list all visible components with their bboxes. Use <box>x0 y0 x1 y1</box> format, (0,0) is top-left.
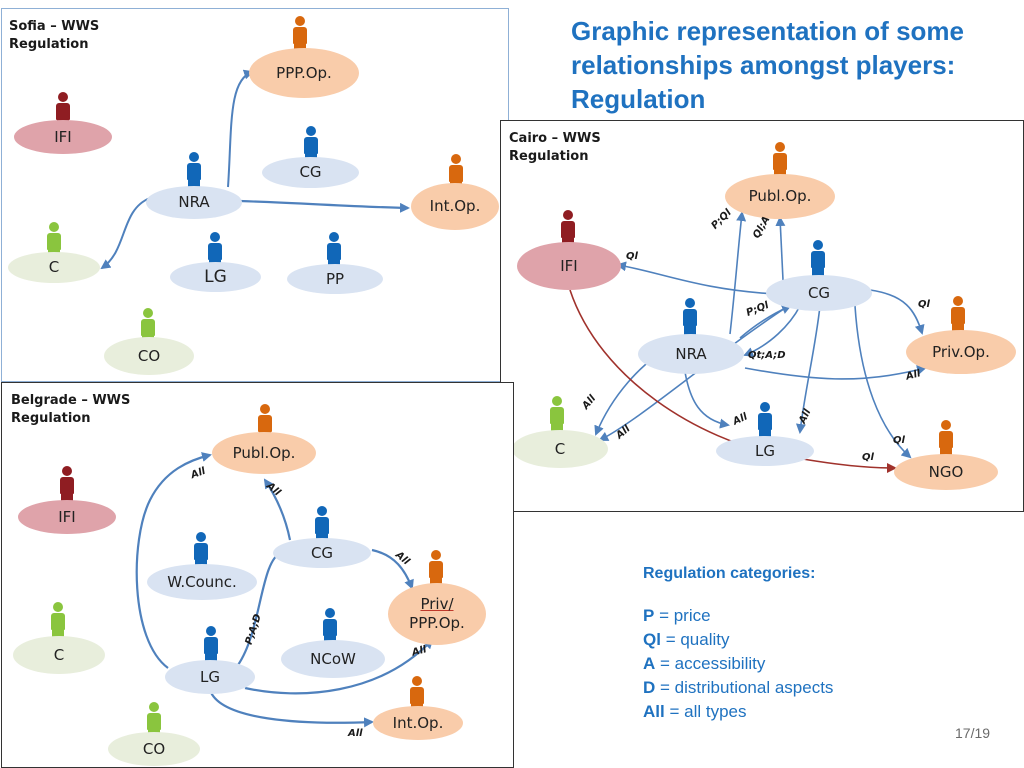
belgrade-node-cg[interactable]: CG <box>273 538 371 568</box>
cairo-label-cg-ifi: Ql <box>626 251 638 262</box>
legend-desc: = all types <box>669 702 747 721</box>
belgrade-edge-lg-int <box>208 689 374 728</box>
cairo-node-c[interactable]: C <box>512 430 608 468</box>
cairo-label-cg-ngo: Ql <box>893 435 905 446</box>
cairo-title-line1: Cairo – WWS <box>509 131 601 146</box>
belgrade-priv-label-line2: PPP.Op. <box>409 614 465 632</box>
belgrade-label-lg-int: All <box>348 728 363 739</box>
legend-item-accessibility: A = accessibility <box>643 652 765 676</box>
sofia-title-line2: Regulation <box>9 37 89 52</box>
belgrade-edge-lg-cg <box>237 550 283 666</box>
belgrade-node-ifi[interactable]: IFI <box>18 500 116 534</box>
cairo-panel-title: Cairo – WWS Regulation <box>509 130 601 166</box>
belgrade-edge-lg-priv <box>244 638 434 695</box>
slide-title: Graphic representation of some relations… <box>571 16 964 114</box>
belgrade-title-line2: Regulation <box>11 411 91 426</box>
cairo-edge-nra-publ <box>729 211 747 335</box>
belgrade-priv-label-line1: Priv/ <box>420 595 454 613</box>
cairo-edge-nra-lg <box>684 371 730 429</box>
legend-desc: = quality <box>665 630 730 649</box>
sofia-node-ifi[interactable]: IFI <box>14 120 112 154</box>
sofia-edge-nra-ppp <box>227 69 254 188</box>
cairo-node-nra[interactable]: NRA <box>638 334 744 374</box>
sofia-node-co[interactable]: CO <box>104 337 194 375</box>
cairo-edge-cg-lg <box>795 305 821 434</box>
belgrade-node-ncow[interactable]: NCoW <box>281 640 385 678</box>
sofia-title-line1: Sofia – WWS <box>9 19 100 34</box>
belgrade-node-c[interactable]: C <box>13 636 105 674</box>
cairo-node-publ-op[interactable]: Publ.Op. <box>725 174 835 219</box>
cairo-edge-cg-c <box>598 304 791 441</box>
sofia-node-int-op[interactable]: Int.Op. <box>411 183 499 230</box>
legend-key: P <box>643 606 655 625</box>
cairo-node-priv-op[interactable]: Priv.Op. <box>906 330 1016 374</box>
legend-key: D <box>643 678 656 697</box>
legend-item-quality: Ql = quality <box>643 628 729 652</box>
sofia-edge-nra-intop <box>239 199 410 213</box>
cairo-edge-cg-ngo <box>854 305 912 459</box>
legend-key: All <box>643 702 665 721</box>
sofia-node-pp[interactable]: PP <box>287 264 383 294</box>
legend-key: Ql <box>643 630 661 649</box>
belgrade-title-line1: Belgrade – WWS <box>11 393 131 408</box>
sofia-panel-title: Sofia – WWS Regulation <box>9 18 99 54</box>
belgrade-node-publ-op[interactable]: Publ.Op. <box>212 432 316 474</box>
cairo-node-ngo[interactable]: NGO <box>894 454 998 490</box>
legend-desc: = accessibility <box>660 654 766 673</box>
cairo-edge-cg-priv <box>869 289 925 335</box>
legend-item-all: All = all types <box>643 700 746 724</box>
belgrade-edge-lg-publ <box>135 452 212 669</box>
legend-item-distributional: D = distributional aspects <box>643 676 833 700</box>
cairo-title-line2: Regulation <box>509 149 589 164</box>
legend-key: A <box>643 654 656 673</box>
belgrade-node-lg[interactable]: LG <box>165 660 255 694</box>
legend-item-price: P = price <box>643 604 711 628</box>
belgrade-node-co[interactable]: CO <box>108 732 200 766</box>
belgrade-node-int-op[interactable]: Int.Op. <box>373 706 463 740</box>
legend-title: Regulation categories: <box>643 565 816 582</box>
sofia-node-lg[interactable]: LG <box>170 262 261 292</box>
belgrade-edge-cg-publ <box>263 478 292 541</box>
cairo-edge-cg-nra <box>743 305 801 357</box>
sofia-node-cg[interactable]: CG <box>262 157 359 188</box>
cairo-edge-nra-priv <box>744 365 927 380</box>
belgrade-node-wcounc[interactable]: W.Counc. <box>147 564 257 600</box>
belgrade-panel-title: Belgrade – WWS Regulation <box>11 392 130 428</box>
sofia-edge-nra-c <box>100 197 151 270</box>
sofia-node-ppp-op[interactable]: PPP.Op. <box>249 48 359 98</box>
belgrade-node-priv-ppp-op[interactable]: Priv/ PPP.Op. <box>388 583 486 645</box>
cairo-label-cg-priv: Ql <box>918 299 930 310</box>
sofia-node-nra[interactable]: NRA <box>146 186 242 219</box>
legend-desc: = price <box>659 606 711 625</box>
cairo-node-lg[interactable]: LG <box>716 436 814 466</box>
page-number: 17/19 <box>955 725 991 741</box>
legend-desc: = distributional aspects <box>660 678 834 697</box>
sofia-node-c[interactable]: C <box>8 252 100 283</box>
cairo-label-ifi-ngo: Ql <box>862 452 874 463</box>
cairo-edge-cg-ifi <box>616 261 777 295</box>
cairo-cg-figure-icon <box>810 240 826 282</box>
cairo-nra-figure-icon <box>682 298 698 340</box>
cairo-label-cg-nra: Qt;A;D <box>748 350 786 361</box>
cairo-node-cg[interactable]: CG <box>766 275 872 311</box>
belgrade-edge-cg-priv <box>371 548 414 590</box>
cairo-node-ifi[interactable]: IFI <box>517 242 621 290</box>
cairo-edge-cg-publ <box>775 216 786 281</box>
